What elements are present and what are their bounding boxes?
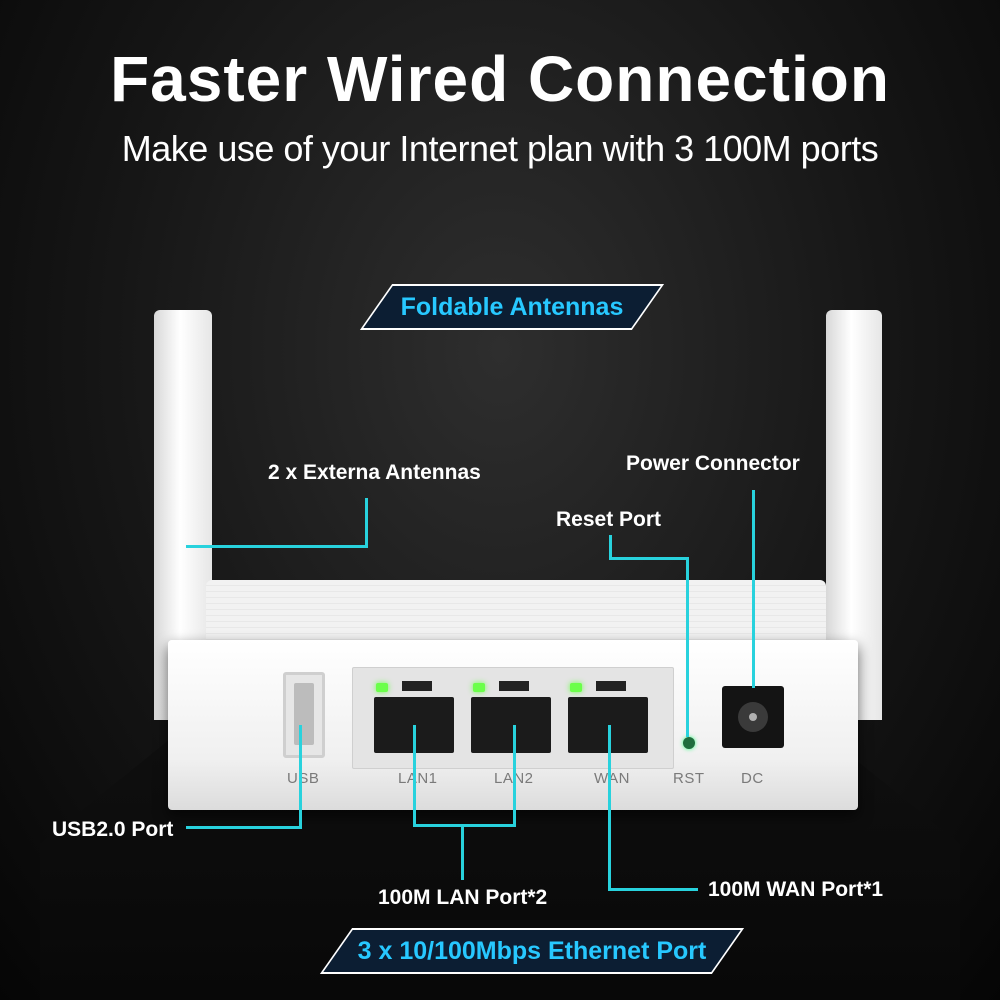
page-subtitle: Make use of your Internet plan with 3 10… bbox=[121, 128, 879, 169]
antenna-callout-line-v bbox=[365, 498, 368, 548]
reset-callout-line-v1 bbox=[609, 535, 612, 559]
wan-callout-line-v bbox=[608, 725, 611, 891]
foldable-antennas-banner: Foldable Antennas bbox=[359, 284, 665, 330]
lan-callout-line-v3 bbox=[461, 824, 464, 880]
reset-button-hole bbox=[683, 737, 695, 749]
usb-callout-label: USB2.0 Port bbox=[52, 818, 174, 841]
lan-callout-line-v2 bbox=[513, 725, 516, 827]
banner-label: 3 x 10/100Mbps Ethernet Port bbox=[357, 937, 707, 965]
lan2-port bbox=[465, 675, 557, 757]
lan-callout-label: 100M LAN Port*2 bbox=[378, 886, 548, 909]
wan-printed-label: WAN bbox=[594, 770, 630, 787]
dc-printed-label: DC bbox=[741, 770, 764, 787]
wan-callout-line-h bbox=[608, 888, 698, 891]
power-callout-line bbox=[752, 490, 755, 688]
page-title: Faster Wired Connection bbox=[110, 43, 890, 115]
reset-callout-line-v2 bbox=[686, 557, 689, 737]
usb-port bbox=[283, 672, 325, 758]
usb-callout-line-h bbox=[186, 826, 302, 829]
lan2-jack bbox=[471, 697, 551, 753]
lan1-printed-label: LAN1 bbox=[398, 770, 438, 787]
antenna-callout-line-h bbox=[186, 545, 368, 548]
lan-callout-line-v1 bbox=[413, 725, 416, 827]
usb-callout-line-v bbox=[299, 725, 302, 829]
rst-printed-label: RST bbox=[673, 770, 705, 787]
reset-callout-line-h bbox=[609, 557, 689, 560]
lan2-led bbox=[473, 683, 485, 692]
banner-label: Foldable Antennas bbox=[400, 293, 624, 321]
lan-callout-line-h bbox=[413, 824, 516, 827]
wan-callout-label: 100M WAN Port*1 bbox=[708, 878, 884, 901]
wan-led bbox=[570, 683, 582, 692]
usb-printed-label: USB bbox=[287, 770, 320, 787]
router-top bbox=[206, 580, 826, 650]
reset-callout-label: Reset Port bbox=[556, 508, 662, 531]
power-callout-label: Power Connector bbox=[626, 452, 800, 475]
dc-jack bbox=[722, 686, 784, 748]
antennas-callout-label: 2 x Externa Antennas bbox=[268, 461, 481, 484]
lan1-led bbox=[376, 683, 388, 692]
ethernet-port-banner: 3 x 10/100Mbps Ethernet Port bbox=[319, 928, 745, 974]
